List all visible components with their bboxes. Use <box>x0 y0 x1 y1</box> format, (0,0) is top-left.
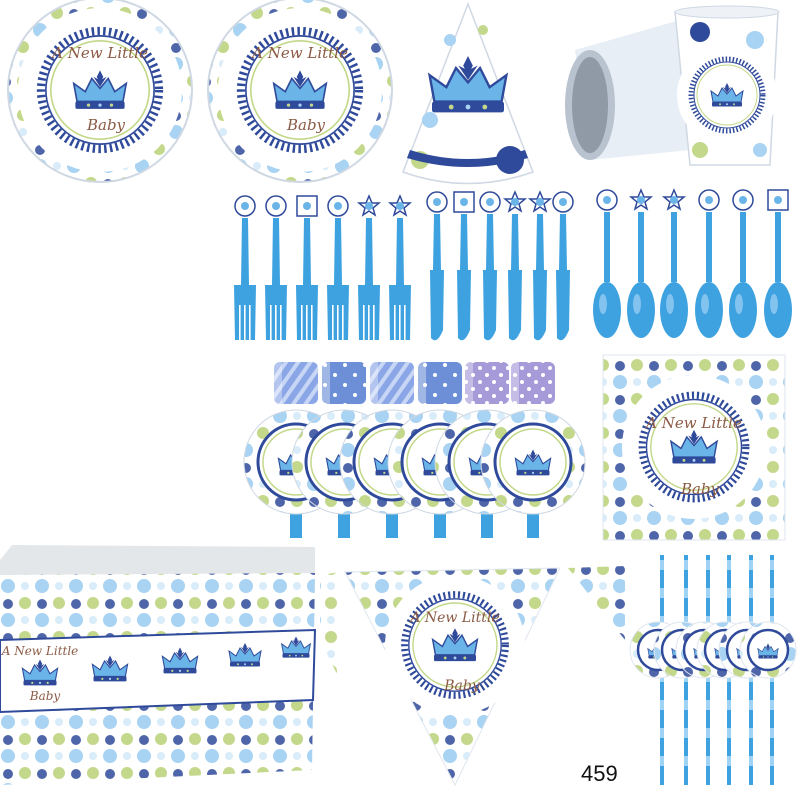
blowouts-set <box>243 362 586 538</box>
svg-text:A New Little: A New Little <box>50 44 148 62</box>
party-hat <box>402 1 534 185</box>
plate-2: A New Little Baby <box>207 0 393 183</box>
fork <box>296 195 318 341</box>
banner: A New Little Baby <box>320 566 625 787</box>
knife <box>479 191 501 341</box>
spoon <box>764 189 792 338</box>
cups <box>565 5 780 166</box>
fork <box>387 194 413 341</box>
fork <box>356 194 382 341</box>
svg-text:Baby: Baby <box>29 689 61 703</box>
spoon <box>593 189 621 338</box>
knife <box>527 190 553 341</box>
svg-text:Baby: Baby <box>286 116 326 134</box>
cutlery-set <box>234 188 792 341</box>
svg-text:Baby: Baby <box>443 678 481 694</box>
knife <box>426 191 448 341</box>
plate-1: A New Little Baby <box>7 0 193 183</box>
svg-text:A New Little: A New Little <box>1 644 79 658</box>
product-code: 459 <box>581 761 618 786</box>
spoon <box>627 188 655 338</box>
spoon <box>695 189 723 338</box>
svg-text:A New Little: A New Little <box>644 414 742 432</box>
straw <box>739 555 797 785</box>
straws-set <box>629 555 797 785</box>
blowout <box>480 362 586 538</box>
napkin: A New Little Baby <box>602 354 786 541</box>
svg-text:Baby: Baby <box>86 116 126 134</box>
svg-text:A New Little: A New Little <box>250 44 348 62</box>
fork <box>327 195 349 341</box>
knife <box>552 191 574 341</box>
knife <box>502 190 528 341</box>
knife <box>453 191 475 341</box>
tablecloth: A New Little Baby <box>0 545 317 785</box>
svg-text:A New Little: A New Little <box>408 610 499 626</box>
spoon <box>729 189 757 338</box>
fork <box>234 195 256 341</box>
svg-text:Baby: Baby <box>680 480 720 498</box>
fork <box>265 195 287 341</box>
spoon <box>660 188 688 338</box>
